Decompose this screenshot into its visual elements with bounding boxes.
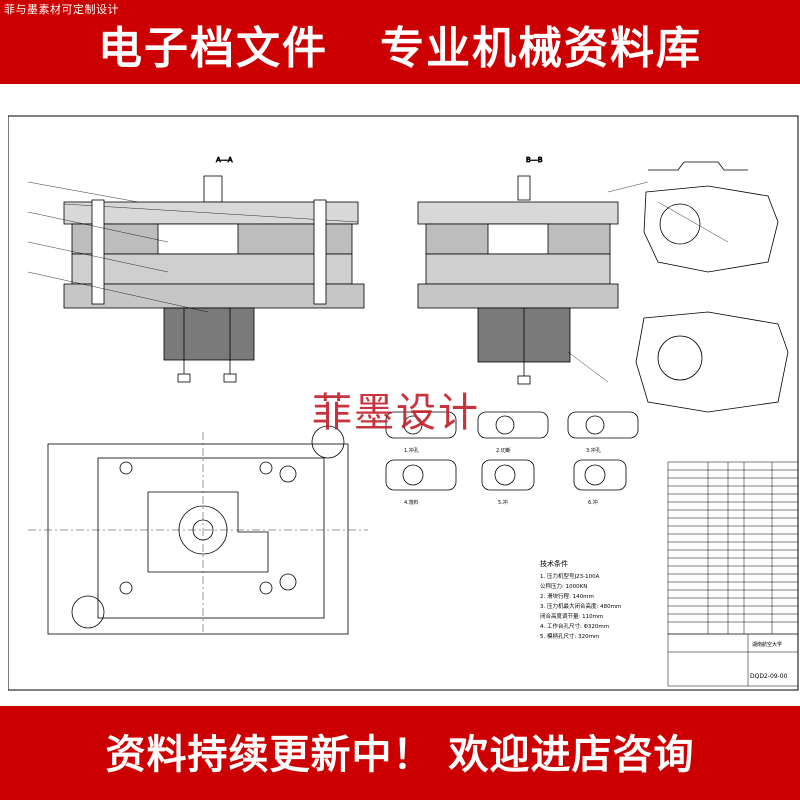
step-label-6: 6.冲 (588, 499, 598, 506)
title-block-code: DQD2-09-00 (750, 673, 788, 680)
banner-title: 电子档文件 专业机械资料库 (98, 23, 702, 74)
parts-list-rows (668, 469, 798, 623)
step-label-4: 4.落料 (404, 499, 419, 506)
tech-line-4: 3. 压力机最大闭合高度: 480mm (540, 602, 621, 610)
section-aa-view: A—A (27, 156, 365, 383)
step-label-3: 3.冲孔 (586, 447, 601, 454)
step-label-2: 2.切断 (496, 447, 511, 454)
parts-list-table (667, 461, 799, 635)
tech-line-6: 4. 工作台孔尺寸: Φ320mm (540, 622, 609, 630)
bottom-banner-title: 资料持续更新中！ 欢迎进店咨询 (105, 732, 695, 778)
step-label-1: 1.冲孔 (404, 447, 419, 454)
shop-tag: 菲与墨素材可定制设计 (4, 3, 119, 16)
tech-line-7: 5. 模柄孔尺寸: 320mm (540, 632, 599, 640)
engineering-drawing: A—A B—B (8, 115, 799, 691)
title-block-school: 湖南航空大学 (752, 641, 782, 648)
title-block: 湖南航空大学 DQD2-09-00 (667, 633, 799, 687)
step-label-5: 5.冲 (498, 499, 508, 506)
top-banner: 菲与墨素材可定制设计 (0, 0, 800, 84)
tech-title: 技术条件 (540, 559, 568, 568)
process-step-sketches: 1.冲孔 2.切断 3.冲孔 4.落料 5.冲 6.冲 (385, 411, 639, 506)
section-bb-label: B—B (526, 156, 543, 164)
section-bb-view: B—B (417, 156, 649, 385)
watermark: 菲墨设计 (312, 390, 480, 436)
plan-view (28, 425, 368, 635)
tech-line-3: 2. 滑块行程: 140mm (540, 592, 594, 600)
tech-line-5: 闭合高度调节量: 110mm (540, 612, 603, 620)
bottom-banner (0, 706, 800, 800)
drawing-border (8, 115, 799, 691)
part-outline-views (635, 161, 789, 413)
section-aa-label: A—A (216, 156, 233, 164)
tech-requirements: 技术条件 1. 压力机型号J23-100A 公称压力: 1000KN 2. 滑块… (540, 559, 621, 640)
tech-line-1: 1. 压力机型号J23-100A (540, 572, 600, 580)
tech-line-2: 公称压力: 1000KN (540, 582, 587, 590)
